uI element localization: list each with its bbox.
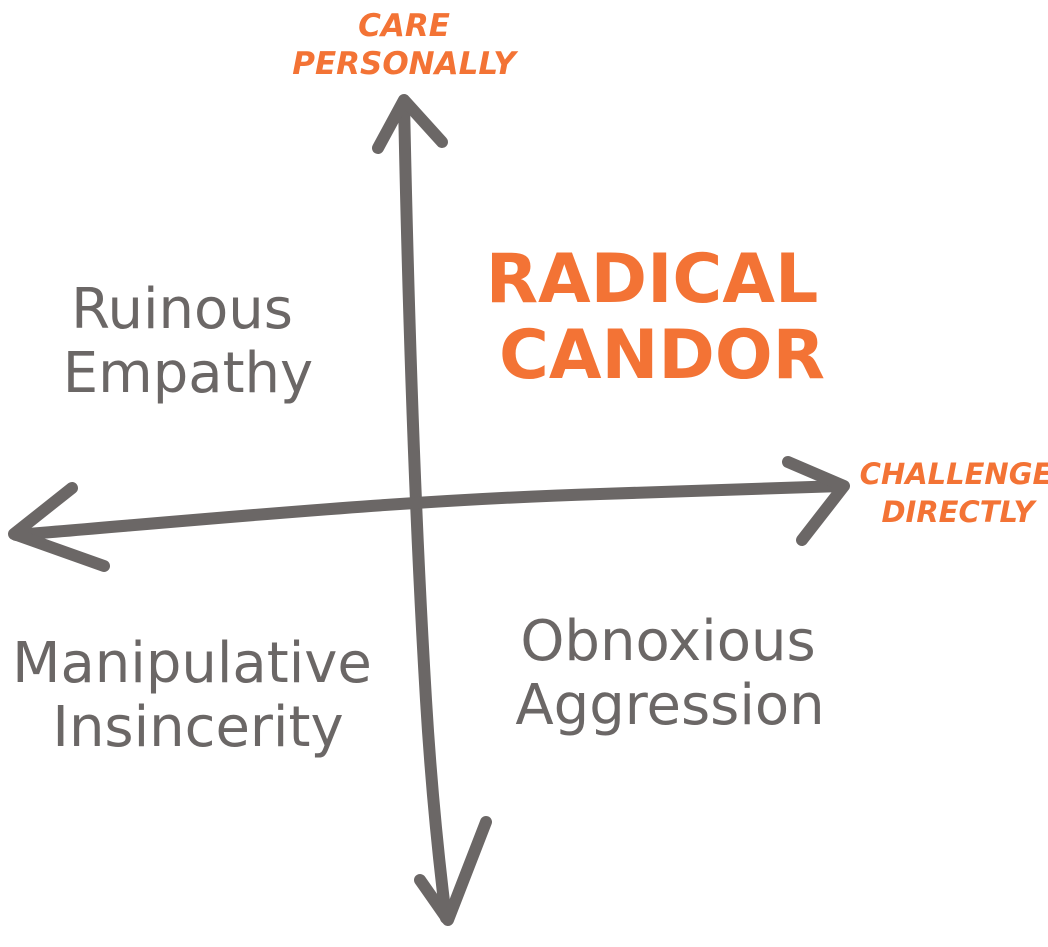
vertical-axis-bottom-arrowhead <box>414 816 492 926</box>
manipulative-insincerity-line1: Manipulative <box>12 631 372 696</box>
horizontal-axis-right-arrowhead <box>782 456 850 546</box>
vertical-axis-top-arrowhead <box>372 94 448 154</box>
vertical-axis-line <box>398 96 452 924</box>
manipulative-insincerity-line2: Insincerity <box>52 695 343 760</box>
ruinous-empathy-line1: Ruinous <box>71 277 293 342</box>
quadrant-radical-candor: RADICAL CANDOR <box>486 240 825 395</box>
quadrant-manipulative-insincerity: Manipulative Insincerity <box>12 631 372 760</box>
challenge-directly-label: CHALLENGE DIRECTLY <box>860 457 1048 529</box>
horizontal-axis <box>8 456 850 572</box>
horizontal-axis-left-arrowhead <box>8 482 110 572</box>
radical-candor-line1: RADICAL <box>486 240 819 319</box>
radical-candor-line2: CANDOR <box>499 316 825 395</box>
challenge-directly-line1: CHALLENGE <box>860 457 1048 491</box>
ruinous-empathy-line2: Empathy <box>63 341 313 406</box>
challenge-directly-line2: DIRECTLY <box>881 495 1037 529</box>
care-personally-line2: PERSONALLY <box>292 46 519 82</box>
obnoxious-aggression-line1: Obnoxious <box>520 609 815 674</box>
quadrant-obnoxious-aggression: Obnoxious Aggression <box>515 609 824 738</box>
horizontal-axis-line <box>10 480 848 541</box>
quadrant-ruinous-empathy: Ruinous Empathy <box>63 277 313 406</box>
obnoxious-aggression-line2: Aggression <box>515 673 824 738</box>
care-personally-label: CARE PERSONALLY <box>292 8 519 82</box>
care-personally-line1: CARE <box>358 8 450 44</box>
vertical-axis <box>372 94 492 926</box>
